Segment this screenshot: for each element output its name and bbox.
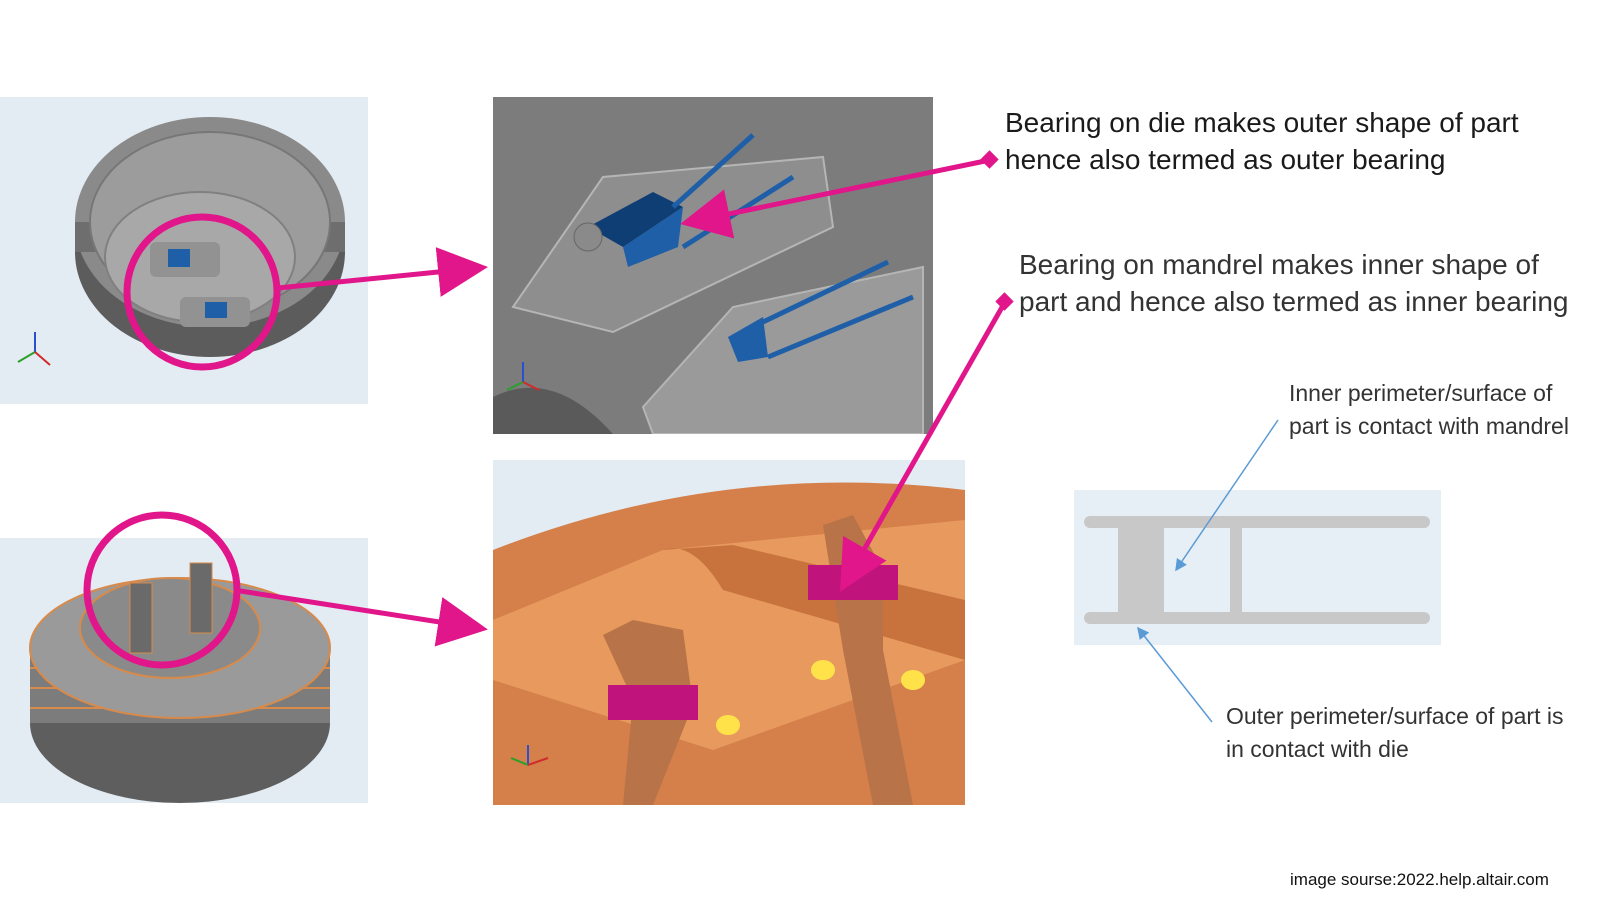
part-cross-section-image bbox=[1074, 490, 1441, 645]
axis-triad-icon bbox=[510, 745, 549, 766]
inner-perimeter-annotation: Inner perimeter/surface of part is conta… bbox=[1289, 380, 1569, 439]
die-overview-image bbox=[0, 97, 368, 404]
inner-bearing-annotation: Bearing on mandrel makes inner shape of … bbox=[1019, 249, 1569, 317]
arrow-outer-bearing-tail bbox=[980, 150, 999, 169]
outer-bearing-closeup-image bbox=[493, 97, 933, 434]
outer-bearing-annotation: Bearing on die makes outer shape of part… bbox=[1005, 107, 1519, 175]
axis-triad-icon bbox=[17, 332, 51, 366]
inner-bearing-closeup-image bbox=[493, 460, 965, 805]
arrow-inner-bearing-tail bbox=[995, 292, 1014, 311]
outer-perimeter-annotation: Outer perimeter/surface of part is in co… bbox=[1226, 703, 1564, 762]
image-source-credit: image sourse:2022.help.altair.com bbox=[1290, 870, 1549, 889]
mandrel-overview-image bbox=[0, 538, 368, 803]
axis-triad-icon bbox=[506, 362, 540, 391]
